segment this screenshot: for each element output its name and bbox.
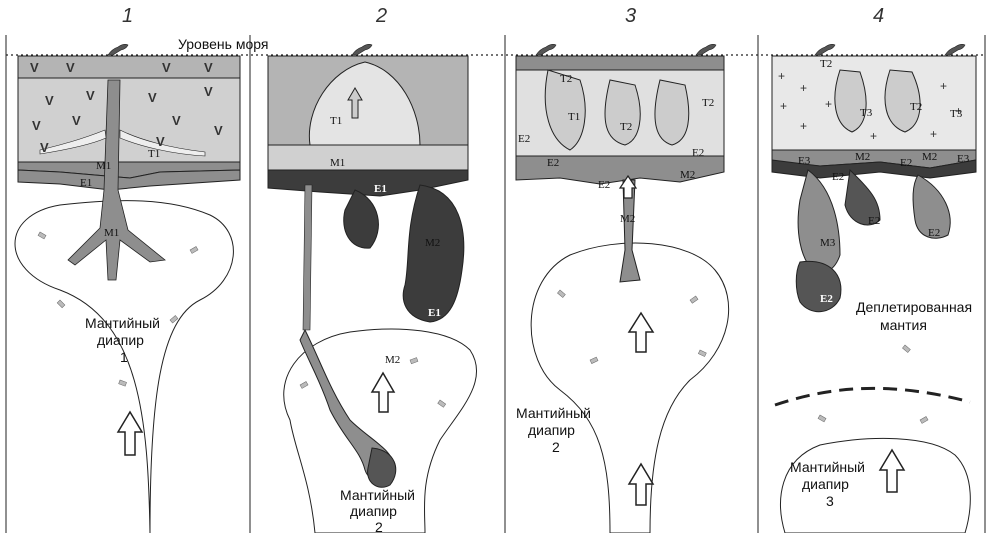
label-t2-p4a: T2 (820, 58, 832, 70)
diapir-label-2-line3: 2 (375, 519, 383, 533)
up-arrow-icon (118, 412, 142, 455)
sea-level-label: Уровень моря (178, 36, 268, 52)
svg-text:V: V (156, 134, 165, 149)
label-e1-lower-p2: E1 (428, 307, 441, 319)
label-t2-p4b: T2 (910, 101, 922, 113)
svg-text:V: V (40, 140, 49, 155)
diapir-label-1-line3: 1 (120, 349, 128, 365)
label-e2-p3a: E2 (518, 133, 530, 145)
panel-number-4: 4 (873, 5, 884, 27)
diapir-label-4-line3: 3 (826, 493, 834, 509)
label-e1-p2: E1 (374, 183, 387, 195)
panel-number-3: 3 (625, 5, 636, 27)
svg-text:+: + (825, 97, 832, 111)
svg-text:+: + (778, 69, 785, 83)
panel-number-2: 2 (375, 5, 387, 27)
svg-text:V: V (32, 118, 41, 133)
svg-text:V: V (66, 60, 75, 75)
panel-4: +++ +++ +++ T2 T2 T3 T3 E3 E3 M2 M2 E2 E… (772, 56, 976, 533)
label-t3-p4a: T3 (860, 107, 873, 119)
svg-text:V: V (148, 90, 157, 105)
label-e2-p3d: E2 (598, 179, 610, 191)
label-m2-p2: M2 (425, 237, 440, 249)
svg-text:V: V (30, 60, 39, 75)
svg-text:+: + (800, 119, 807, 133)
diapir-label-2-line1: Мантийный (340, 487, 415, 503)
label-e2-p4e: E2 (820, 293, 833, 305)
label-e2-p3c: E2 (692, 147, 704, 159)
depletion-front-line (775, 388, 970, 405)
diapir-label-1-line2: диапир (97, 332, 144, 348)
label-m1-p1: M1 (96, 160, 111, 172)
diapir-label-3-line1: Мантийный (516, 405, 591, 421)
svg-text:V: V (172, 113, 181, 128)
depleted-mantle-line2: мантия (880, 317, 927, 333)
panel-number-1: 1 (122, 5, 133, 27)
mantle-diapir-3 (531, 243, 728, 533)
diapir-label-3-line2: диапир (528, 422, 575, 438)
svg-text:+: + (930, 127, 937, 141)
label-t2-p3b: T2 (620, 121, 632, 133)
label-m2-p3b: M2 (620, 213, 635, 225)
svg-text:+: + (870, 129, 877, 143)
diapir-label-4-line2: диапир (802, 476, 849, 492)
label-t1-p1: T1 (148, 148, 160, 160)
label-m1-lower-p1: M1 (104, 227, 119, 239)
label-t2-p3a: T2 (560, 73, 572, 85)
svg-text:+: + (800, 81, 807, 95)
label-e1-p1: E1 (80, 177, 92, 189)
svg-text:V: V (214, 123, 223, 138)
label-m1-p2: M1 (330, 157, 345, 169)
panel-3: T2 T1 T2 T2 E2 E2 E2 E2 M2 M2 Мантийный … (516, 56, 729, 533)
label-t1-p3: T1 (568, 111, 580, 123)
svg-text:V: V (45, 93, 54, 108)
depleted-mantle-line1: Деплетированная (856, 299, 972, 315)
label-e2-p4d: E2 (928, 227, 940, 239)
mantle-diapir-1 (15, 201, 233, 533)
svg-text:V: V (162, 60, 171, 75)
diapir-label-1-line1: Мантийный (85, 315, 160, 331)
svg-text:V: V (204, 84, 213, 99)
label-t1-p2: T1 (330, 115, 342, 127)
label-m2-diapir-p2: M2 (385, 354, 400, 366)
label-e3-p4a: E3 (798, 155, 811, 167)
diapir-label-3-line3: 2 (552, 439, 560, 455)
label-m2-p4b: M2 (922, 151, 937, 163)
diapir-label-2-line2: диапир (350, 503, 397, 519)
svg-text:V: V (86, 88, 95, 103)
label-m2-p3a: M2 (680, 169, 695, 181)
svg-text:+: + (780, 99, 787, 113)
svg-text:V: V (72, 113, 81, 128)
label-e2-p3b: E2 (547, 157, 559, 169)
label-e3-p4b: E3 (957, 153, 970, 165)
diapir-label-4-line1: Мантийный (790, 459, 865, 475)
label-m2-p4a: M2 (855, 151, 870, 163)
label-m3-p4: M3 (820, 237, 836, 249)
label-e2-p4c: E2 (868, 215, 880, 227)
svg-text:+: + (940, 79, 947, 93)
label-t3-p4b: T3 (950, 108, 963, 120)
label-t2-p3c: T2 (702, 97, 714, 109)
svg-text:V: V (204, 60, 213, 75)
label-e2-p4a: E2 (900, 157, 912, 169)
label-e2-p4b: E2 (832, 171, 844, 183)
panel-2: T1 M1 E1 M2 E1 M2 Мантийный диапир 2 (268, 56, 477, 533)
